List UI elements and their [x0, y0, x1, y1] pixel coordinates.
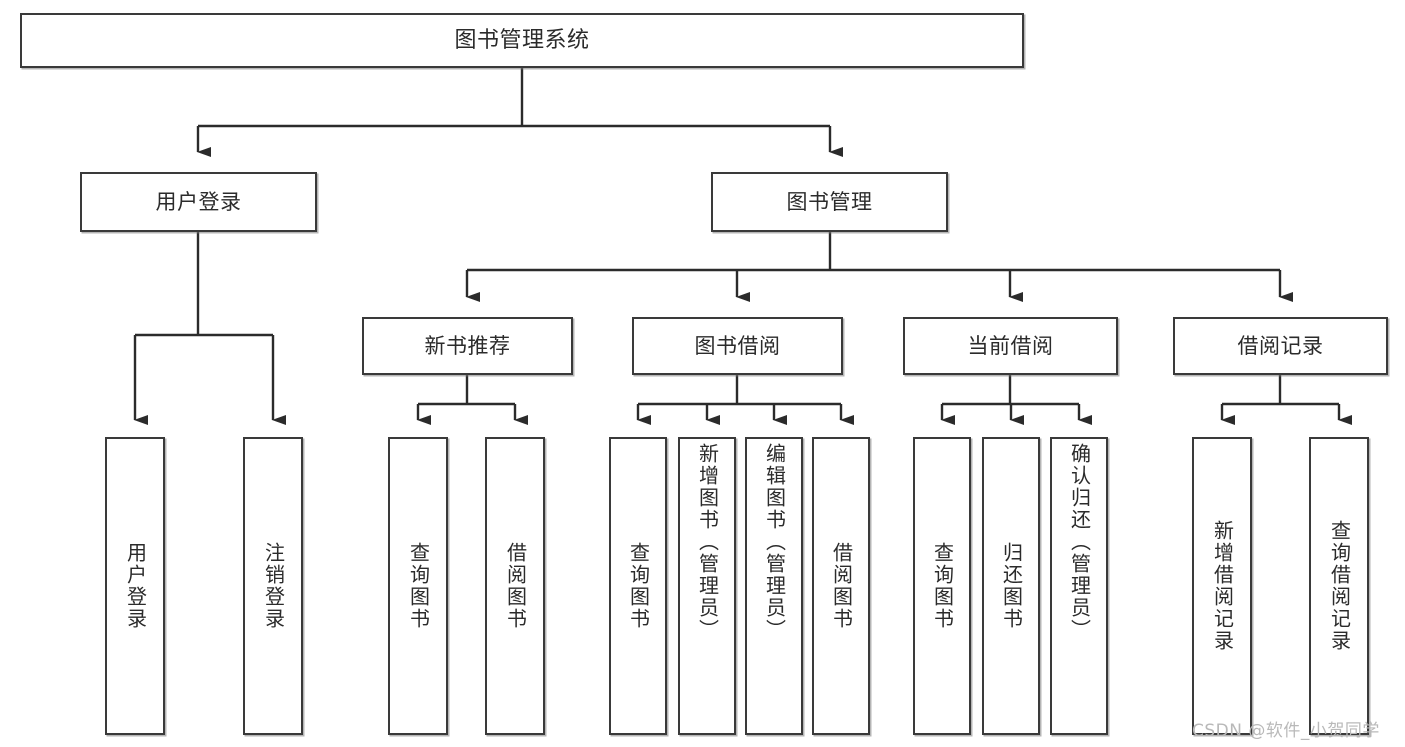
node-user-login-label: 用户登录: [155, 189, 242, 214]
node-root-label: 图书管理系统: [454, 27, 590, 53]
node-leaf-query-book-1-label: 查询图书: [406, 542, 431, 630]
node-book-manage-label: 图书管理: [786, 189, 873, 214]
node-leaf-borrow-book-2[interactable]: 借阅图书: [812, 437, 870, 735]
node-borrow-record-label: 借阅记录: [1237, 333, 1324, 358]
node-leaf-logout-label: 注销登录: [261, 542, 286, 630]
node-leaf-confirm-return[interactable]: 确认归还（管理员）: [1050, 437, 1108, 735]
node-leaf-query-book-2[interactable]: 查询图书: [609, 437, 667, 735]
node-new-book-recommend[interactable]: 新书推荐: [362, 317, 573, 375]
node-leaf-return-book-label: 归还图书: [999, 542, 1024, 630]
node-leaf-confirm-return-label: 确认归还（管理员）: [1067, 443, 1092, 641]
node-leaf-query-book-2-label: 查询图书: [626, 542, 651, 630]
node-leaf-query-record-label: 查询借阅记录: [1327, 520, 1352, 652]
node-leaf-add-book-label: 新增图书（管理员）: [695, 443, 720, 641]
node-leaf-add-record-label: 新增借阅记录: [1210, 520, 1235, 652]
node-borrow-record[interactable]: 借阅记录: [1173, 317, 1388, 375]
node-leaf-borrow-book-1[interactable]: 借阅图书: [485, 437, 545, 735]
node-current-borrow[interactable]: 当前借阅: [903, 317, 1118, 375]
node-new-book-recommend-label: 新书推荐: [424, 333, 511, 358]
node-leaf-user-login-label: 用户登录: [123, 542, 148, 630]
node-book-borrow[interactable]: 图书借阅: [632, 317, 843, 375]
node-leaf-return-book[interactable]: 归还图书: [982, 437, 1040, 735]
node-leaf-query-record[interactable]: 查询借阅记录: [1309, 437, 1369, 735]
node-leaf-add-book[interactable]: 新增图书（管理员）: [678, 437, 736, 735]
node-root[interactable]: 图书管理系统: [20, 13, 1024, 68]
node-leaf-logout[interactable]: 注销登录: [243, 437, 303, 735]
node-leaf-user-login[interactable]: 用户登录: [105, 437, 165, 735]
node-current-borrow-label: 当前借阅: [967, 333, 1054, 358]
watermark: CSDN @软件_小贺同学: [1192, 721, 1380, 741]
node-leaf-borrow-book-1-label: 借阅图书: [503, 542, 528, 630]
node-user-login[interactable]: 用户登录: [80, 172, 317, 232]
node-leaf-add-record[interactable]: 新增借阅记录: [1192, 437, 1252, 735]
node-book-manage[interactable]: 图书管理: [711, 172, 948, 232]
node-leaf-query-book-3[interactable]: 查询图书: [913, 437, 971, 735]
node-leaf-query-book-3-label: 查询图书: [930, 542, 955, 630]
node-leaf-edit-book[interactable]: 编辑图书（管理员）: [745, 437, 803, 735]
node-book-borrow-label: 图书借阅: [694, 333, 781, 358]
node-leaf-edit-book-label: 编辑图书（管理员）: [762, 443, 787, 641]
node-leaf-borrow-book-2-label: 借阅图书: [829, 542, 854, 630]
node-leaf-query-book-1[interactable]: 查询图书: [388, 437, 448, 735]
